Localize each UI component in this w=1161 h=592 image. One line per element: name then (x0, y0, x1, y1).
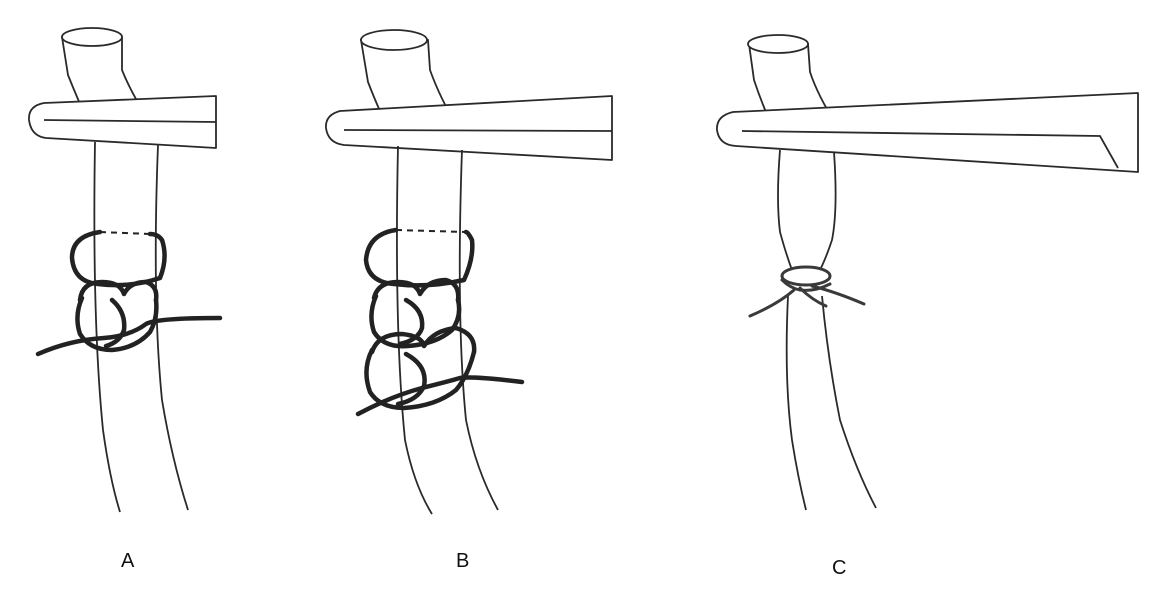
clamp-c (716, 92, 1139, 173)
panel-label-c: C (832, 557, 847, 579)
panel-c (716, 34, 1139, 511)
panel-label-a: A (121, 550, 135, 572)
vessel-c (777, 149, 877, 511)
knot-b (355, 227, 525, 417)
panel-b (325, 29, 613, 515)
knot-a (35, 229, 223, 357)
vessel-a (93, 141, 189, 513)
clamp-b (325, 95, 613, 161)
ligature-c (748, 265, 866, 318)
clamp-a (28, 95, 217, 149)
panel-label-b: B (456, 550, 470, 572)
panel-a (28, 27, 223, 513)
